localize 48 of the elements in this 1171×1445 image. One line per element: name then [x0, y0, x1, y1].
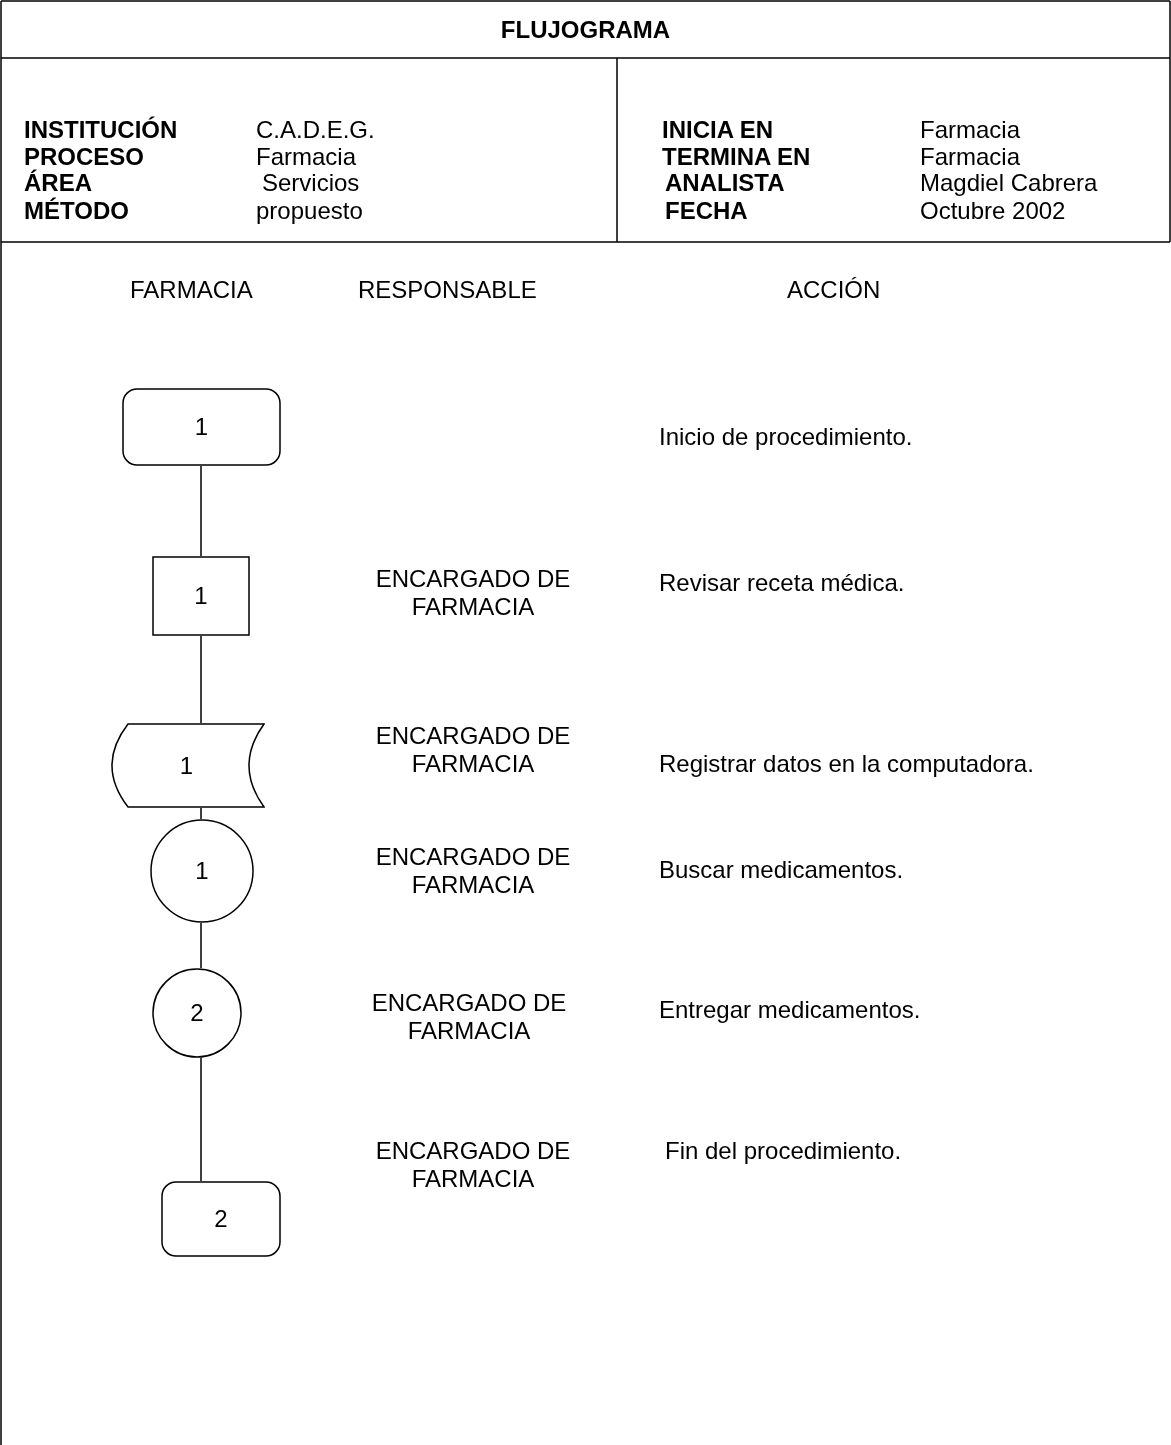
field-value: Farmacia	[920, 143, 1021, 171]
field-label: ANALISTA	[665, 169, 785, 197]
column-heading: ACCIÓN	[787, 276, 881, 304]
step-number: 2	[190, 999, 204, 1027]
action-text: Buscar medicamentos.	[659, 856, 904, 884]
connector-line	[200, 635, 202, 724]
terminal-box	[122, 388, 281, 466]
field-label: TERMINA EN	[662, 143, 811, 171]
action-text: Entregar medicamentos.	[659, 996, 921, 1024]
field-value: Farmacia	[920, 116, 1021, 144]
field-label: FECHA	[665, 197, 748, 225]
field-value: Servicios	[262, 169, 360, 197]
connector-line	[200, 807, 202, 820]
field-value: Farmacia	[256, 143, 357, 171]
step-number: 1	[194, 413, 209, 441]
field-label: ÁREA	[24, 169, 92, 197]
field-label: INICIA EN	[662, 116, 774, 144]
step-number: 1	[195, 857, 209, 885]
operation-circle	[152, 968, 242, 1058]
column-heading: RESPONSABLE	[358, 276, 537, 304]
field-label: INSTITUCIÓN	[24, 116, 178, 144]
action-text: Revisar receta médica.	[659, 569, 905, 597]
diagram-title: FLUJOGRAMA	[499, 16, 672, 44]
process-box	[152, 556, 250, 636]
field-label: PROCESO	[24, 143, 145, 170]
field-label: MÉTODO	[24, 197, 129, 225]
responsible-text: ENCARGADO DE FARMACIA	[374, 843, 572, 899]
responsible-text: ENCARGADO DE FARMACIA	[374, 1137, 572, 1193]
responsible-text: ENCARGADO DE FARMACIA	[370, 989, 568, 1045]
responsible-text: ENCARGADO DE FARMACIA	[374, 722, 572, 778]
field-value: propuesto	[256, 197, 363, 225]
connector-line	[200, 1057, 202, 1182]
connector-line	[200, 465, 202, 557]
field-value: Octubre 2002	[920, 197, 1066, 225]
step-number: 1	[179, 751, 194, 780]
column-heading: FARMACIA	[130, 276, 253, 304]
action-text: Inicio de procedimiento.	[659, 423, 913, 451]
action-text: Registrar datos en la computadora.	[659, 750, 1034, 778]
action-text: Fin del procedimiento.	[665, 1137, 902, 1165]
field-value: Magdiel Cabrera	[920, 169, 1098, 197]
field-value: C.A.D.E.G.	[256, 116, 375, 144]
stored-data-shape	[108, 723, 265, 808]
operation-circle	[150, 819, 254, 923]
step-number: 1	[194, 582, 208, 610]
terminal-box	[161, 1181, 281, 1257]
step-number: 2	[214, 1205, 228, 1233]
responsible-text: ENCARGADO DE FARMACIA	[374, 565, 572, 621]
connector-line	[200, 922, 202, 969]
